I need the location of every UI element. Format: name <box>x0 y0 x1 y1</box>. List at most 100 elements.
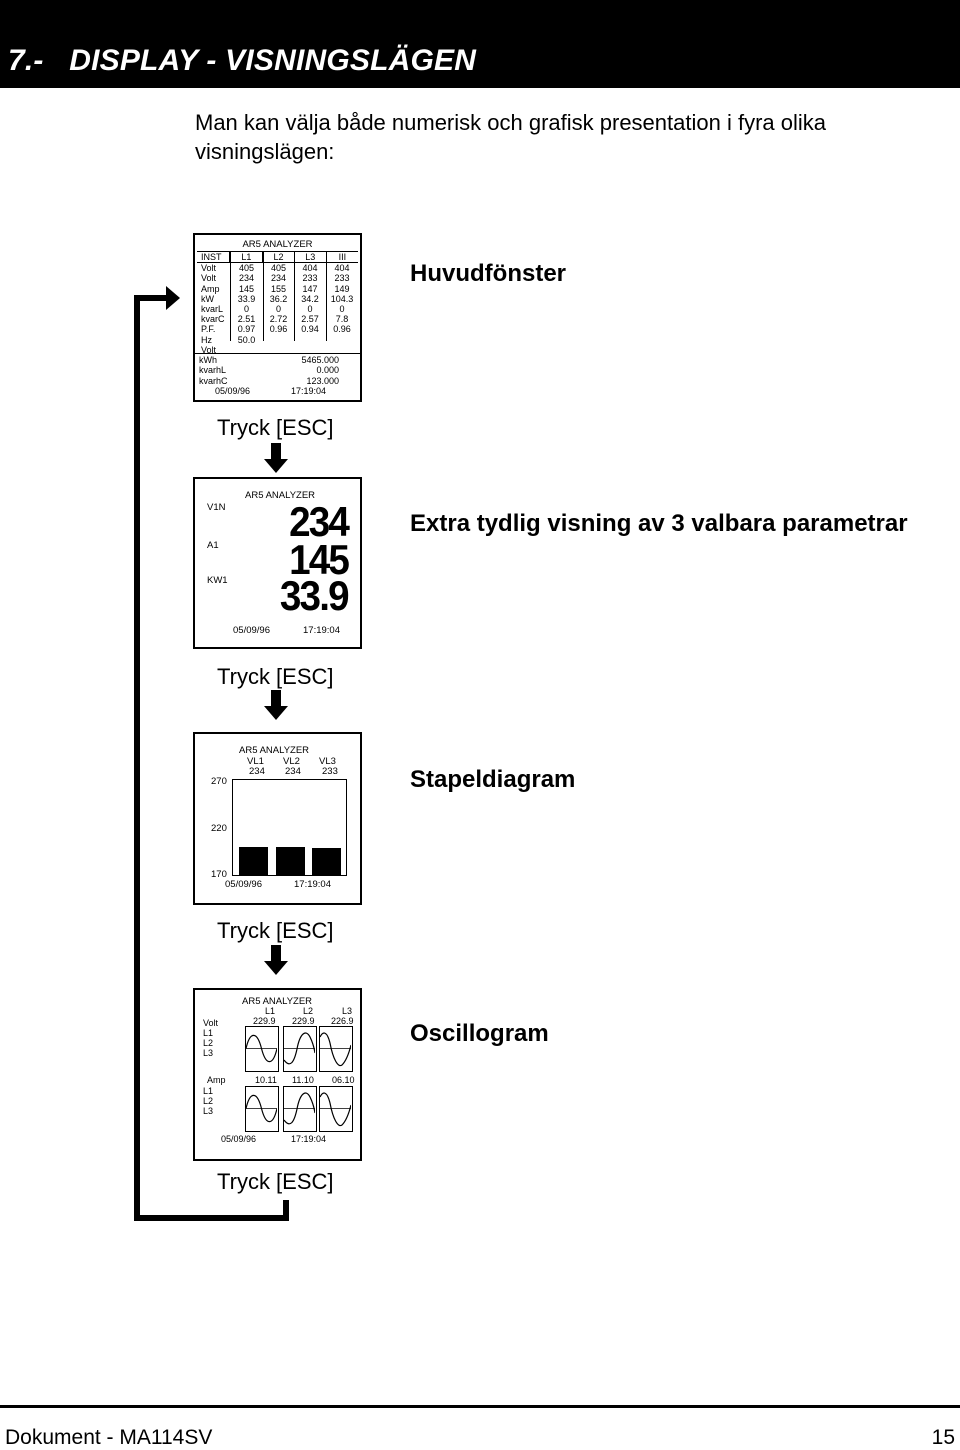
table-cell: 0 <box>275 303 281 314</box>
display-header: AR5 ANALYZER <box>245 490 316 501</box>
column-header: L2 <box>262 252 293 263</box>
table-divider <box>294 251 295 341</box>
row-label: L2 <box>203 1038 214 1048</box>
voltage-waveform-l2 <box>283 1026 317 1072</box>
table-row: kvarL 0 0 0 0 <box>197 304 358 314</box>
row-label: Volt <box>201 344 217 355</box>
mode-description-main: Huvudfönster <box>410 260 566 287</box>
amp-value: 10.11 <box>255 1075 277 1085</box>
table-divider <box>230 251 231 341</box>
row-label: kvarL <box>201 303 224 314</box>
intro-line: visningslägen: <box>195 139 335 164</box>
esc-instruction: Tryck [ESC] <box>217 918 334 943</box>
table-row: Amp 145 155 147 149 <box>197 284 358 294</box>
row-label: Volt <box>201 263 217 274</box>
table-cell: 0 <box>339 303 345 314</box>
bar-category-label: VL3 <box>319 756 336 767</box>
bar-value-label: 234 <box>285 766 301 777</box>
totals-value: 123.000 <box>306 375 339 386</box>
row-label: Amp <box>201 283 220 294</box>
table-row: Volt 405 405 404 404 <box>197 263 358 273</box>
row-label: kW <box>201 293 214 304</box>
current-waveform-l2 <box>283 1086 317 1132</box>
table-cell: 155 <box>270 283 287 294</box>
mode-description-large: Extra tydlig visning av 3 valbara parame… <box>410 510 908 537</box>
bar-value-label: 234 <box>249 766 265 777</box>
voltage-waveform-l3 <box>319 1026 353 1072</box>
bar-category-label: VL1 <box>247 756 264 767</box>
table-cell: 0 <box>307 303 313 314</box>
amp-value: 11.10 <box>292 1075 314 1085</box>
param-value: 234 <box>289 498 350 545</box>
table-row: kvarC 2.51 2.72 2.57 7.8 <box>197 314 358 324</box>
footer-rule <box>0 1405 960 1408</box>
current-waveform-l3 <box>319 1086 353 1132</box>
table-divider <box>326 251 327 341</box>
section-title: 7.- DISPLAY - VISNINGSLÄGEN <box>8 44 477 77</box>
table-cell: 233 <box>302 273 318 284</box>
intro-line: Man kan välja både numerisk och grafisk … <box>195 110 826 135</box>
row-label: P.F. <box>201 324 216 335</box>
y-tick-label: 220 <box>211 823 227 834</box>
display-time: 17:19:04 <box>291 386 327 396</box>
large-digits-display: AR5 ANALYZER V1N A1 KW1 234 145 33.9 05/… <box>193 477 362 649</box>
table-cell: 36.2 <box>269 293 288 304</box>
energy-totals: kWh 5465.000 kvarhL 0.000 kvarhC 123.000 <box>197 355 358 386</box>
current-waveform-l1 <box>245 1086 279 1132</box>
display-date: 05/09/96 <box>215 386 251 396</box>
phase-label: L1 <box>265 1006 276 1016</box>
row-label: kvarC <box>201 314 225 325</box>
table-cell: 0 <box>243 303 249 314</box>
row-label: L1 <box>203 1086 214 1096</box>
esc-instruction: Tryck [ESC] <box>217 415 334 440</box>
table-cell: 234 <box>270 273 287 284</box>
row-label: L3 <box>203 1106 214 1116</box>
table-row: Hz 50.0 <box>197 335 358 345</box>
row-label: L3 <box>203 1048 214 1058</box>
page-number: 15 <box>931 1426 955 1449</box>
totals-label: kvarhL <box>199 365 227 376</box>
display-time: 17:19:04 <box>303 625 340 636</box>
row-label: Hz <box>201 334 212 345</box>
voltage-waveform-l1 <box>245 1026 279 1072</box>
table-cell <box>326 335 358 345</box>
param-label: KW1 <box>207 575 228 586</box>
display-header: AR5 ANALYZER <box>242 239 313 250</box>
table-cell: 33.9 <box>237 293 256 304</box>
table-cell: 34.2 <box>301 293 319 304</box>
table-cell: 147 <box>302 283 318 294</box>
oscillogram-display: AR5 ANALYZER L1 L2 L3 Volt 229.9 229.9 2… <box>193 988 362 1161</box>
totals-value: 5465.000 <box>301 355 339 365</box>
esc-instruction: Tryck [ESC] <box>217 1169 334 1194</box>
table-row: P.F. 0.97 0.96 0.94 0.96 <box>197 324 358 334</box>
mode-description-bars: Stapeldiagram <box>410 766 576 793</box>
column-header: III <box>325 252 358 263</box>
row-label: L2 <box>203 1096 214 1106</box>
param-label: V1N <box>207 502 226 513</box>
totals-value: 0.000 <box>316 365 339 376</box>
bar-chart-display: AR5 ANALYZER VL1 VL2 VL3 234 234 233 270… <box>193 732 362 905</box>
table-cell: 0.96 <box>269 324 288 335</box>
bar-value-label: 233 <box>322 766 338 777</box>
bar-vl2 <box>276 846 305 875</box>
down-arrow-icon <box>264 443 288 473</box>
table-cell: 2.57 <box>301 314 319 325</box>
display-date: 05/09/96 <box>221 1134 257 1144</box>
column-header: L3 <box>293 252 326 263</box>
param-value: 145 <box>289 536 350 583</box>
display-header: AR5 ANALYZER <box>242 996 313 1007</box>
column-header: L1 <box>229 252 262 263</box>
section-title-bar: 7.- DISPLAY - VISNINGSLÄGEN <box>0 0 960 88</box>
volt-value: 229.9 <box>292 1016 315 1026</box>
table-cell: 149 <box>334 283 350 294</box>
totals-row: kvarhL 0.000 <box>197 365 358 375</box>
table-cell: 405 <box>270 263 287 274</box>
bar-vl1 <box>239 846 268 875</box>
totals-label: kvarhC <box>199 375 228 386</box>
table-row: Volt 234 234 233 233 <box>197 273 358 283</box>
amp-value: 06.10 <box>332 1075 355 1085</box>
param-label: A1 <box>207 540 219 551</box>
table-cell <box>294 335 326 345</box>
mode-description-oscillogram: Oscillogram <box>410 1020 549 1047</box>
